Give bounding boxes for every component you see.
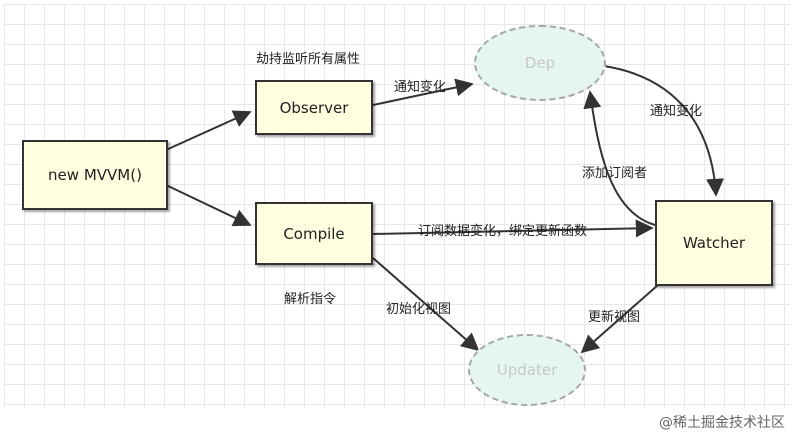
- arrow-mvvm-compile: [165, 184, 252, 227]
- arrow-watcher-updater: [580, 284, 659, 354]
- node-observer: Observer: [255, 80, 373, 135]
- arrow-mvvm-observer: [165, 110, 252, 151]
- arrow-observer-dep: [372, 78, 474, 106]
- label-update-view: 更新视图: [588, 310, 641, 325]
- node-observer-label: Observer: [279, 98, 349, 117]
- label-notify-watcher: 通知变化: [650, 104, 703, 119]
- arrow-compile-watcher: [372, 219, 654, 238]
- node-compile-label: Compile: [283, 224, 345, 243]
- node-watcher-label: Watcher: [682, 234, 746, 252]
- watermark: @稀土掘金技术社区: [659, 415, 785, 431]
- node-watcher: Watcher: [655, 200, 773, 286]
- node-dep: Dep: [474, 25, 606, 101]
- arrow-compile-updater: [372, 257, 480, 352]
- label-subscribe: 订阅数据变化，绑定更新函数: [418, 224, 588, 239]
- node-updater: Updater: [468, 334, 586, 406]
- node-mvvm: new MVVM(): [22, 140, 168, 210]
- label-notify-dep: 通知变化: [394, 80, 447, 95]
- node-mvvm-label: new MVVM(): [48, 166, 142, 184]
- arrow-dep-watcher: [603, 65, 724, 197]
- node-compile: Compile: [255, 202, 373, 265]
- label-hijack: 劫持监听所有属性: [256, 52, 361, 67]
- node-dep-label: Dep: [524, 54, 556, 72]
- label-add-subscriber: 添加订阅者: [582, 166, 648, 181]
- node-updater-label: Updater: [496, 361, 558, 379]
- arrow-watcher-dep: [583, 90, 656, 226]
- label-parse: 解析指令: [284, 292, 337, 307]
- label-init-view: 初始化视图: [386, 302, 452, 317]
